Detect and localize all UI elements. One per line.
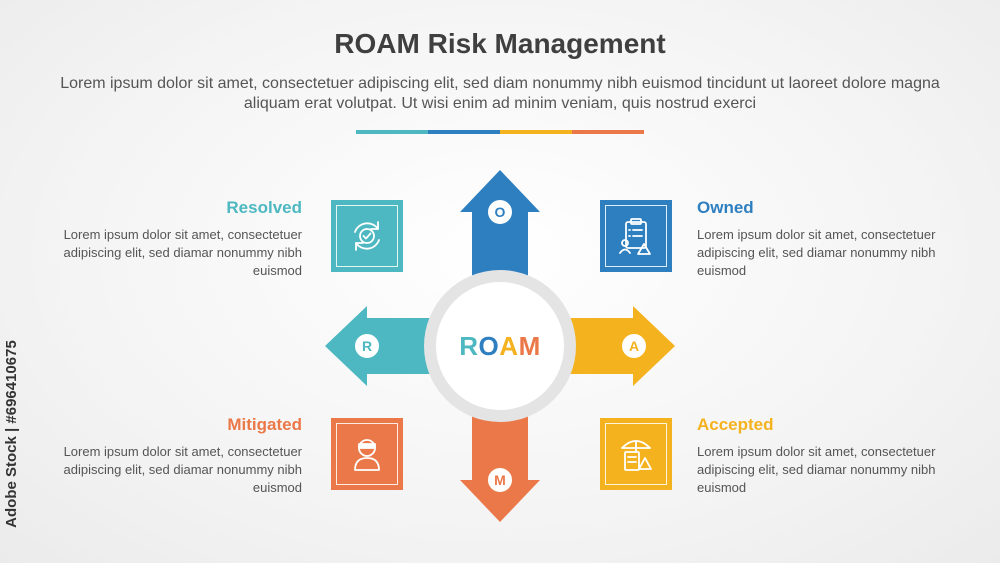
stock-watermark-label: Adobe Stock | #696410675	[3, 340, 20, 528]
resolved-box	[331, 200, 403, 272]
clipboard-person-icon	[619, 218, 651, 255]
letter-circle-a: A	[620, 332, 648, 360]
color-divider	[356, 130, 644, 134]
page-title: ROAM Risk Management	[334, 28, 666, 59]
letter-circle-o: O	[486, 198, 514, 226]
umbrella-document-icon	[621, 440, 652, 471]
mitigated-description: Lorem ipsum dolor sit amet, consectetuer…	[63, 444, 302, 495]
center-letter-a: A	[499, 331, 519, 361]
masked-person-icon	[354, 439, 380, 471]
divider-blue	[428, 130, 500, 134]
divider-teal	[356, 130, 428, 134]
owned-box	[600, 200, 672, 272]
owned-title: Owned	[697, 198, 754, 217]
letter-circle-m: M	[486, 466, 514, 494]
mitigated-box	[331, 418, 403, 490]
arrow-right-accepted	[560, 306, 675, 386]
accepted-title: Accepted	[697, 415, 774, 434]
center-roam-label: ROAM	[436, 282, 564, 410]
center-letter-o: O	[478, 331, 500, 361]
arrow-left-resolved	[325, 306, 440, 386]
letter-circle-r: R	[353, 332, 381, 360]
center-letter-r: R	[459, 331, 479, 361]
accepted-box	[600, 418, 672, 490]
divider-yellow	[500, 130, 572, 134]
divider-orange	[572, 130, 644, 134]
arrow-up-owned	[460, 170, 540, 290]
page-subtitle: Lorem ipsum dolor sit amet, consectetuer…	[60, 75, 940, 112]
center-letter-m: M	[518, 331, 541, 361]
resolved-description: Lorem ipsum dolor sit amet, consectetuer…	[63, 227, 302, 278]
refresh-check-icon	[354, 221, 380, 251]
owned-description: Lorem ipsum dolor sit amet, consectetuer…	[697, 227, 936, 278]
accepted-description: Lorem ipsum dolor sit amet, consectetuer…	[697, 444, 936, 495]
mitigated-title: Mitigated	[227, 415, 302, 434]
resolved-title: Resolved	[226, 198, 302, 217]
